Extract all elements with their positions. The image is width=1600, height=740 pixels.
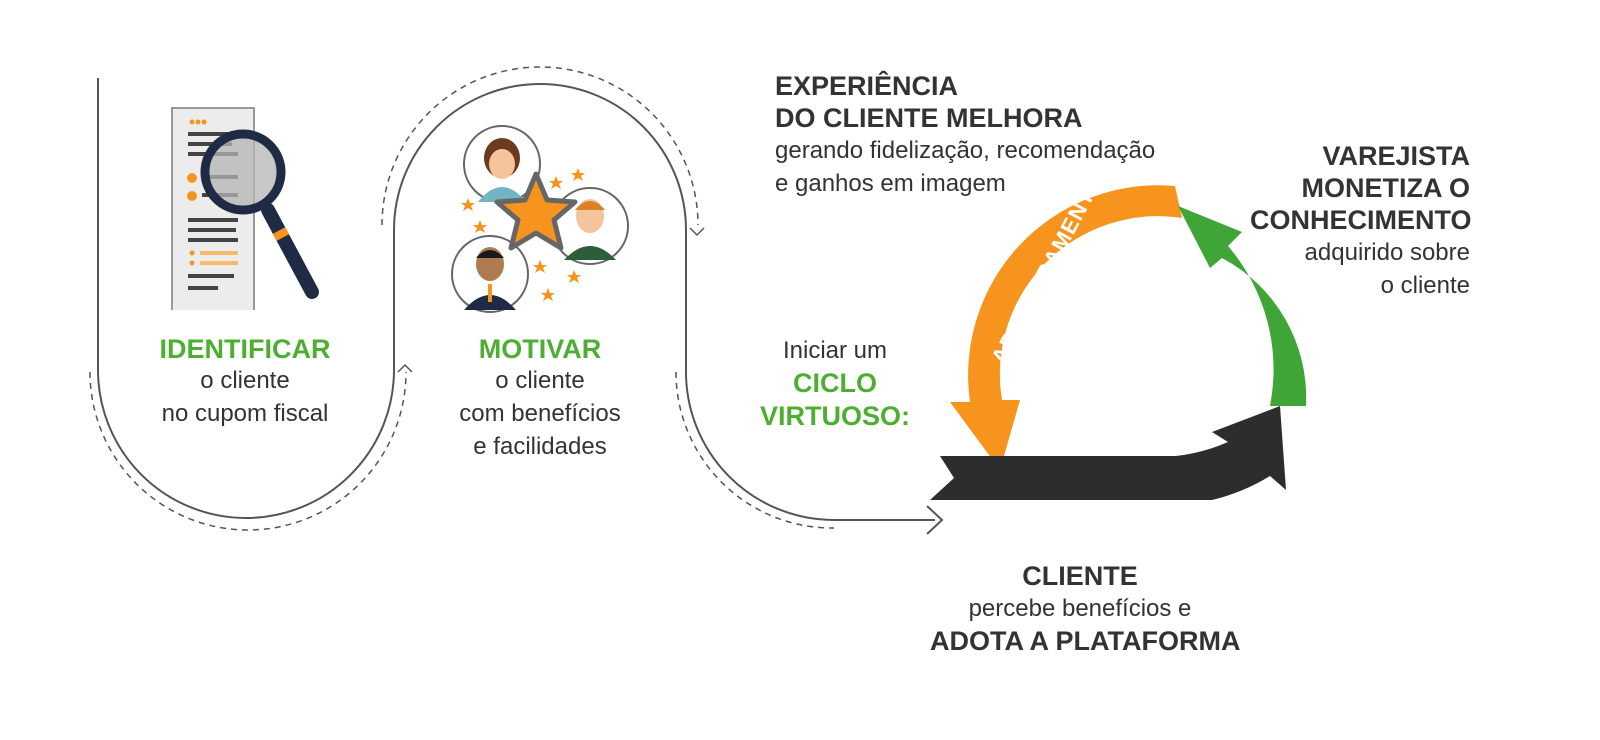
experience-text: EXPERIÊNCIA DO CLIENTE MELHORA gerando f… — [775, 70, 1195, 200]
step-motivar-title: MOTIVAR — [478, 334, 602, 364]
people-star-icon — [451, 125, 629, 313]
experience-title2: DO CLIENTE MELHORA — [775, 103, 1083, 133]
intro-highlight2: VIRTUOSO: — [759, 401, 910, 431]
magnifier-document-icon — [171, 107, 319, 310]
orange-cycle-arrow — [950, 185, 1182, 470]
retailer-line1: adquirido sobre — [1304, 239, 1470, 266]
step-motivar-line1: o cliente — [495, 367, 585, 394]
green-cycle-arrow — [1178, 206, 1307, 406]
virtuous-cycle — [930, 185, 1307, 500]
experience-line2: e ganhos em imagem — [775, 170, 1006, 197]
step-identificar: IDENTIFICAR o cliente no cupom fiscal — [120, 334, 370, 430]
dark-cycle-arrow — [930, 406, 1286, 500]
retailer-title1: VAREJISTA — [1322, 141, 1470, 171]
retailer-text: VAREJISTA MONETIZA O CONHECIMENTO adquir… — [1250, 140, 1472, 302]
step-identificar-line2: no cupom fiscal — [161, 400, 329, 427]
customer-title: CLIENTE — [1022, 561, 1138, 591]
retailer-title3: CONHECIMENTO — [1250, 205, 1472, 235]
experience-line1: gerando fidelização, recomendação — [775, 137, 1156, 164]
intro-highlight1: CICLO — [793, 368, 877, 398]
retailer-line2: o cliente — [1380, 272, 1470, 299]
step-motivar: MOTIVAR o cliente com benefícios e facil… — [415, 334, 665, 463]
intro-cycle: Iniciar um CICLO VIRTUOSO: — [745, 334, 925, 433]
arrow-label-percepcao: PERCEPÇÃO — [1005, 502, 1165, 530]
step-identificar-title: IDENTIFICAR — [159, 334, 331, 364]
customer-line2: ADOTA A PLATAFORMA — [930, 626, 1241, 656]
customer-line1: percebe benefícios e — [968, 595, 1192, 622]
step-identificar-line1: o cliente — [200, 367, 290, 394]
step-motivar-line2: com benefícios — [459, 400, 621, 427]
retailer-title2: MONETIZA O — [1301, 173, 1471, 203]
customer-text: CLIENTE percebe benefícios e ADOTA A PLA… — [930, 560, 1241, 657]
step-motivar-line3: e facilidades — [473, 433, 607, 460]
experience-title1: EXPERIÊNCIA — [775, 71, 959, 101]
intro-line1: Iniciar um — [782, 337, 888, 364]
